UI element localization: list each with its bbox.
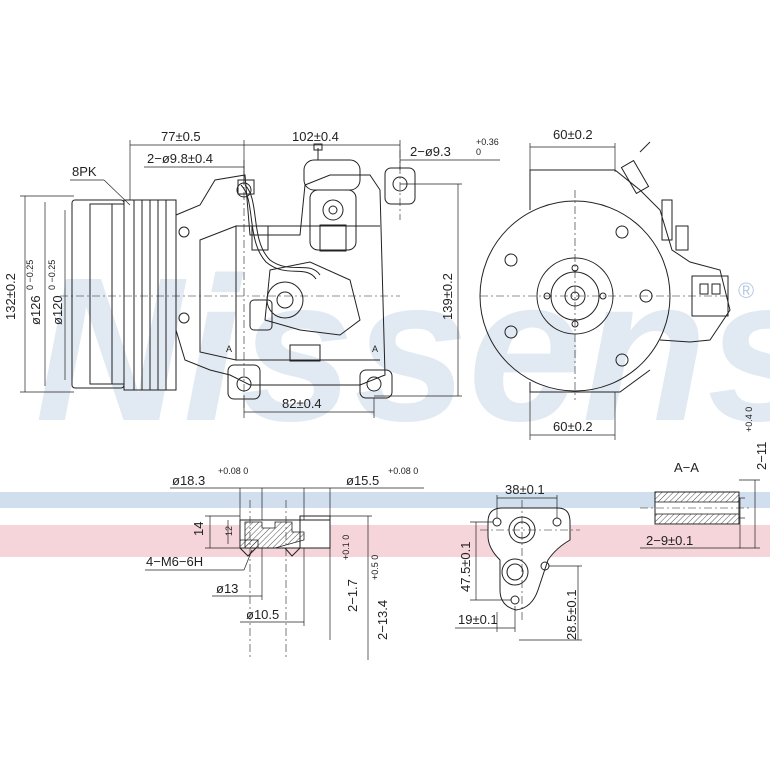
port-dim-13: ø13 — [216, 581, 238, 596]
dim-102: 102±0.4 — [292, 129, 339, 144]
watermark-stripe-red — [0, 525, 770, 557]
section-title: A−A — [674, 460, 699, 475]
section-dim-11-tol: +0.4 0 — [744, 407, 754, 432]
flange-dim-38: 38±0.1 — [505, 482, 545, 497]
dim-77: 77±0.5 — [161, 129, 201, 144]
port-dim-18-3: ø18.3 — [172, 473, 205, 488]
dim-120-tol: 0 −0.25 — [47, 260, 57, 290]
side-dim-top: 60±0.2 — [553, 127, 593, 142]
flange-detail: 38±0.1 47.5±0.1 19±0.1 28.5±0.1 — [455, 482, 582, 641]
dim-82: 82±0.4 — [282, 396, 322, 411]
dim-holes-9-8: 2−ø9.8±0.4 — [147, 151, 213, 166]
front-view-dimensions: 77±0.5 102±0.4 2−ø9.8±0.4 2−ø9.3 +0.36 0… — [3, 129, 500, 418]
section-dim-11: 2−11 — [754, 442, 769, 470]
flange-dim-19: 19±0.1 — [458, 612, 498, 627]
section-mark-a-right: A — [372, 344, 378, 354]
dim-holes-9-3-tol-up: +0.36 — [476, 137, 499, 147]
section-dim-9: 2−9±0.1 — [646, 533, 693, 548]
watermark-logo: Nissens — [35, 235, 770, 464]
port-dim-10-5: ø10.5 — [246, 607, 279, 622]
port-dim-13-4-tol: +0.5 0 — [370, 555, 380, 580]
port-thread: 4−M6−6H — [146, 554, 203, 569]
dim-139: 139±0.2 — [440, 273, 455, 320]
label-8pk: 8PK — [72, 164, 97, 179]
dim-132: 132±0.2 — [3, 273, 18, 320]
port-dim-1-7-tol: +0.1 0 — [341, 535, 351, 560]
port-dim-12: 12 — [224, 526, 234, 536]
port-dim-1-7: 2−1.7 — [345, 579, 360, 612]
compressor-front-view: A A — [60, 143, 416, 410]
dim-holes-9-3: 2−ø9.3 — [410, 144, 451, 159]
port-dim-13-4: 2−13.4 — [375, 600, 390, 640]
port-detail: ø18.3 +0.08 0 ø15.5 +0.08 0 14 12 4−M6−6… — [145, 466, 424, 660]
side-view-dimensions: 60±0.2 60±0.2 — [529, 127, 616, 440]
flange-dim-47-5: 47.5±0.1 — [458, 541, 473, 592]
port-dim-18-3-tol: +0.08 0 — [218, 466, 248, 476]
port-dim-15-5: ø15.5 — [346, 473, 379, 488]
watermark-stripe-blue — [0, 492, 770, 508]
dim-120: ø120 — [50, 295, 65, 325]
flange-dim-28-5: 28.5±0.1 — [564, 589, 579, 640]
side-dim-bottom: 60±0.2 — [553, 419, 593, 434]
dim-holes-9-3-tol-low: 0 — [476, 147, 481, 157]
port-dim-15-5-tol: +0.08 0 — [388, 466, 418, 476]
section-a-a: A−A 2−9±0.1 2−11 +0.4 0 — [640, 407, 769, 549]
compressor-side-view — [479, 141, 731, 400]
dim-126: ø126 — [28, 295, 43, 325]
registered-mark: ® — [738, 278, 754, 303]
port-dim-14: 14 — [191, 522, 206, 536]
section-mark-a-left: A — [226, 344, 232, 354]
dim-126-tol: 0 −0.25 — [25, 260, 35, 290]
